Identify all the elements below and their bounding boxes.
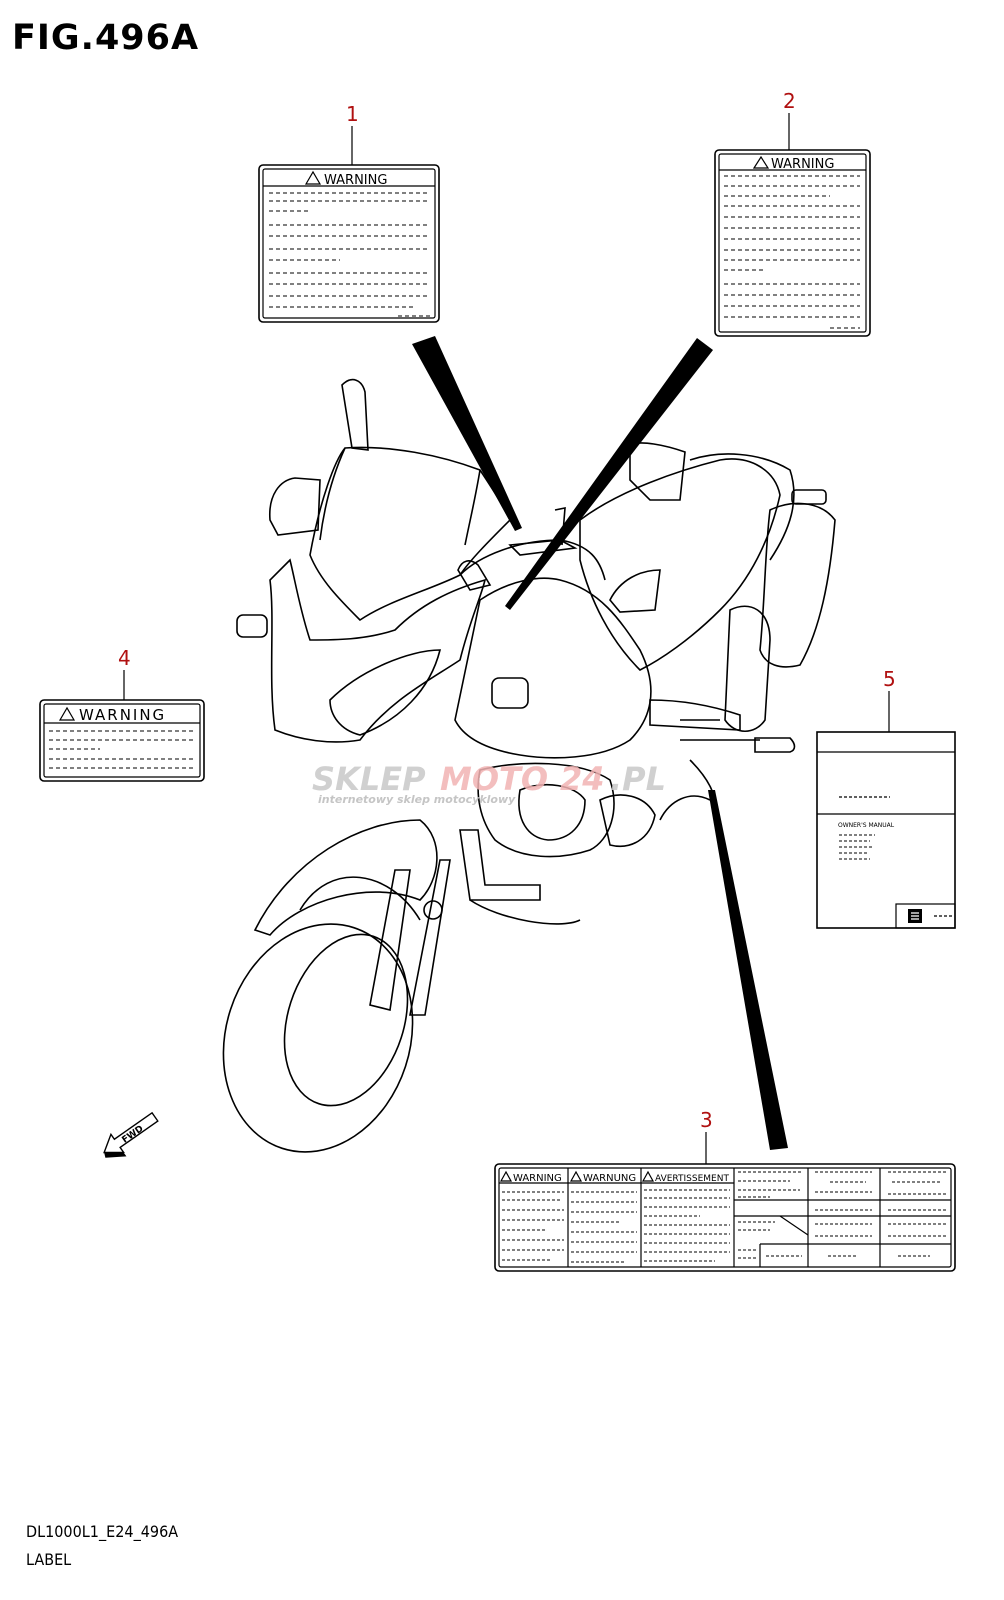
label-5-text: OWNER'S MANUAL [838, 822, 895, 829]
warning-triangle-icon [304, 170, 322, 185]
callout-5[interactable]: 5 [883, 667, 896, 732]
watermark: SKLEP MOTO 24 .PL internetowy sklep moto… [312, 760, 666, 806]
warning-triangle-icon [499, 1170, 513, 1182]
warning-triangle-icon [569, 1170, 583, 1182]
callout-number-2: 2 [783, 89, 796, 113]
warning-triangle-icon [58, 706, 76, 721]
fwd-direction-marker: FWD [103, 1111, 159, 1158]
label-3-heading-de: WARNUNG [583, 1173, 636, 1184]
callout-3[interactable]: 3 [700, 1108, 713, 1164]
label-4-warning-sticker[interactable]: WARNING [39, 699, 205, 782]
watermark-text-d: .PL [610, 760, 666, 798]
warning-triangle-icon [641, 1170, 655, 1182]
callout-number-4: 4 [118, 646, 131, 670]
figure-code: DL1000L1_E24_496A [26, 1522, 179, 1541]
callout-4[interactable]: 4 [118, 646, 131, 700]
label-3-multilanguage-warning[interactable]: WARNING WARNUNG AVERTISSEMENT [494, 1163, 956, 1272]
watermark-text-a: SKLEP [312, 760, 426, 798]
callout-2[interactable]: 2 [783, 89, 796, 150]
motorcycle-illustration [222, 378, 836, 1153]
watermark-text-b: MOTO [440, 760, 548, 798]
figure-title: FIG.496A [12, 18, 200, 58]
pointer-wedges [412, 336, 788, 1150]
watermark-subtitle: internetowy sklep motocyklowy [318, 793, 516, 806]
label-1-heading: WARNING [324, 173, 387, 188]
label-4-heading: WARNING [79, 706, 166, 724]
label-3-heading-en: WARNING [513, 1173, 562, 1184]
label-2-heading: WARNING [771, 157, 834, 172]
warning-triangle-icon [752, 155, 770, 169]
callout-number-1: 1 [346, 102, 359, 126]
label-3-heading-fr: AVERTISSEMENT [655, 1174, 729, 1184]
callout-1[interactable]: 1 [346, 102, 359, 165]
callout-number-5: 5 [883, 667, 896, 691]
label-5-owners-manual[interactable]: OWNER'S MANUAL [816, 731, 956, 929]
label-2-warning-sticker[interactable]: WARNING [714, 149, 871, 337]
callout-number-3: 3 [700, 1108, 713, 1132]
label-1-warning-sticker[interactable]: WARNING [258, 164, 440, 323]
figure-caption: LABEL [26, 1550, 72, 1569]
watermark-text-c: 24 [560, 760, 605, 798]
